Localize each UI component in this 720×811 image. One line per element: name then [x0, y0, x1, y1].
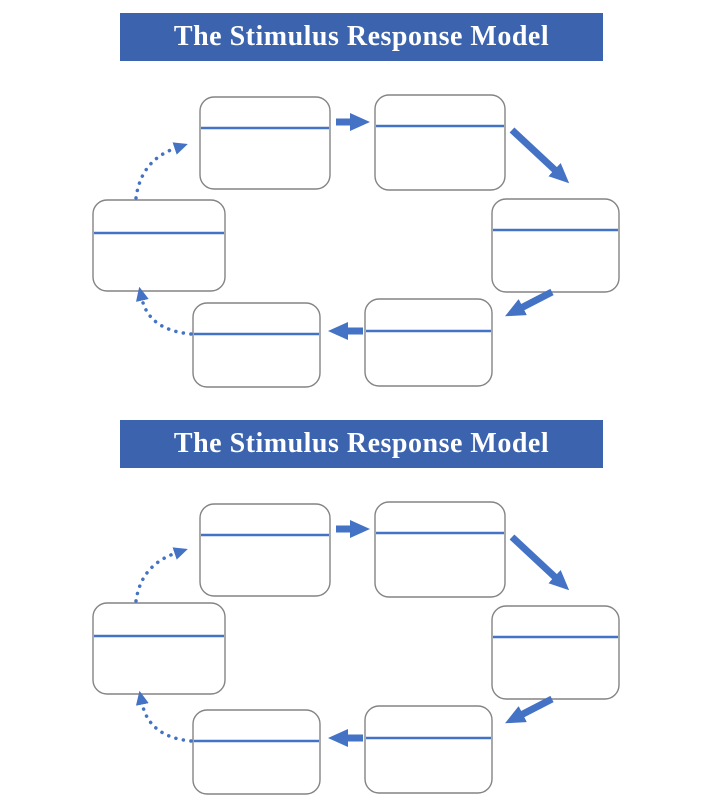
node-bottom-left [192, 709, 321, 795]
arrow-upper-right-diagonal [509, 534, 570, 591]
diagram-1-title-banner: The Stimulus Response Model [120, 13, 603, 61]
node-box [364, 298, 493, 387]
node-left [92, 199, 226, 292]
arrow-lower-right-diagonal [505, 288, 554, 317]
diagram-2: The Stimulus Response Model [0, 407, 720, 807]
arrow-upper-right-diagonal [509, 127, 570, 184]
node-box [374, 501, 506, 598]
node-top-left [199, 503, 331, 597]
arrow-lower-right-diagonal [505, 695, 554, 724]
node-right [491, 198, 620, 293]
diagram-title: The Stimulus Response Model [173, 428, 550, 459]
node-box [192, 709, 321, 795]
node-box [199, 503, 331, 597]
node-bottom-left [192, 302, 321, 388]
node-box [92, 602, 226, 695]
node-bottom-right [364, 705, 493, 794]
node-top-right [374, 94, 506, 191]
node-top-right [374, 501, 506, 598]
diagram-title: The Stimulus Response Model [173, 21, 550, 52]
dotted-arrow-upper-left [134, 547, 188, 603]
node-top-left [199, 96, 331, 190]
diagram-1-canvas [92, 94, 620, 388]
diagram-1: The Stimulus Response Model [0, 0, 720, 400]
node-left [92, 602, 226, 695]
node-box [374, 94, 506, 191]
node-box [491, 198, 620, 293]
dotted-arrow-lower-left [135, 286, 193, 336]
node-right [491, 605, 620, 700]
node-box [192, 302, 321, 388]
dotted-arrow-lower-left [135, 690, 193, 743]
node-bottom-right [364, 298, 493, 387]
node-box [491, 605, 620, 700]
diagram-2-canvas [92, 501, 620, 795]
node-box [364, 705, 493, 794]
dotted-arrow-upper-left [134, 142, 188, 200]
node-box [92, 199, 226, 292]
node-box [199, 96, 331, 190]
diagram-2-title-banner: The Stimulus Response Model [120, 420, 603, 468]
